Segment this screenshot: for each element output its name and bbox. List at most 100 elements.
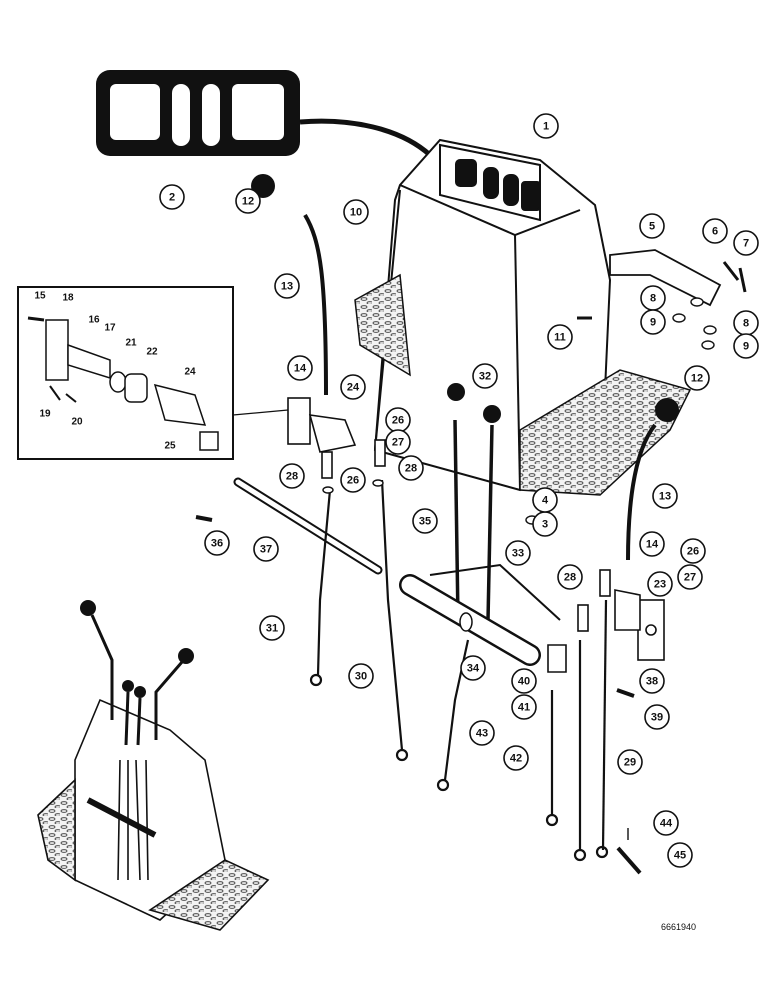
callout-label: 26	[347, 475, 359, 487]
callout-42: 42	[503, 745, 529, 771]
callout-2: 2	[159, 184, 185, 210]
shift-pattern-decal	[96, 70, 432, 157]
knob-right	[655, 398, 679, 422]
callout-label: 12	[242, 196, 254, 208]
callout-circle	[412, 508, 438, 534]
callout-label: 14	[294, 363, 307, 375]
callout-label: 10	[350, 207, 362, 219]
callout-circle	[677, 564, 703, 590]
floor-plate-left	[354, 273, 411, 377]
callout-circle	[505, 540, 531, 566]
callout-circle	[511, 668, 537, 694]
callout-label: 5	[649, 221, 655, 233]
cross-shaft	[233, 477, 561, 666]
callout-circle	[547, 324, 573, 350]
callout-label: 8	[650, 293, 656, 305]
knob-32a	[447, 383, 465, 401]
callout-3: 3	[532, 511, 558, 537]
callout-label: 40	[518, 676, 530, 688]
callout-26: 26	[680, 538, 706, 564]
callout-circle	[460, 655, 486, 681]
callout-24: 24	[340, 374, 366, 400]
callout-label: 26	[392, 415, 404, 427]
callout-label: 34	[467, 663, 480, 675]
callout-12: 12	[235, 188, 261, 214]
callout-circle	[159, 184, 185, 210]
callout-label: 41	[518, 702, 530, 714]
callout-4: 4	[532, 487, 558, 513]
callout-label: 33	[512, 548, 524, 560]
callout-8: 8	[733, 310, 759, 336]
callout-label: 30	[355, 671, 367, 683]
callout-label: 8	[743, 318, 749, 330]
inset-label-15: 15	[34, 291, 46, 302]
callout-circle	[235, 188, 261, 214]
callout-label: 39	[651, 712, 663, 724]
callout-circle	[253, 536, 279, 562]
callout-31: 31	[259, 615, 285, 641]
callout-41: 41	[511, 694, 537, 720]
inset-label-19: 19	[39, 409, 51, 420]
callout-26: 26	[385, 407, 411, 433]
callout-1: 1	[533, 113, 559, 139]
callout-34: 34	[460, 655, 486, 681]
callout-label: 24	[347, 382, 360, 394]
callout-circle	[279, 463, 305, 489]
inset-detail	[17, 286, 289, 460]
callout-23: 23	[647, 571, 673, 597]
callout-33: 33	[505, 540, 531, 566]
callout-label: 42	[510, 753, 522, 765]
callout-circle	[472, 363, 498, 389]
inset-label-17: 17	[104, 323, 116, 334]
callout-38: 38	[639, 668, 665, 694]
pivot-mount-left	[287, 397, 386, 479]
callout-circle	[511, 694, 537, 720]
callout-label: 9	[650, 317, 656, 329]
callout-13: 13	[274, 273, 300, 299]
callout-circle	[274, 273, 300, 299]
callout-9: 9	[733, 333, 759, 359]
callout-label: 14	[646, 539, 659, 551]
callout-circle	[640, 309, 666, 335]
callout-10: 10	[343, 199, 369, 225]
callout-35: 35	[412, 508, 438, 534]
callout-label: 32	[479, 371, 491, 383]
callout-label: 13	[659, 491, 671, 503]
callout-circle	[385, 429, 411, 455]
callout-8: 8	[640, 285, 666, 311]
callout-circle	[398, 455, 424, 481]
callout-label: 1	[543, 121, 549, 133]
callout-27: 27	[677, 564, 703, 590]
callout-circle	[259, 615, 285, 641]
callout-label: 9	[743, 341, 749, 353]
callout-7: 7	[733, 230, 759, 256]
callout-label: 7	[743, 238, 749, 250]
callout-5: 5	[639, 213, 665, 239]
callout-circle	[287, 355, 313, 381]
callout-circle	[644, 704, 670, 730]
callout-circle	[667, 842, 693, 868]
callout-label: 45	[674, 850, 686, 862]
callout-circle	[680, 538, 706, 564]
callout-label: 43	[476, 728, 488, 740]
callout-14: 14	[639, 531, 665, 557]
console-housing	[373, 138, 612, 492]
callout-label: 35	[419, 516, 431, 528]
callout-label: 29	[624, 757, 636, 769]
callout-label: 27	[392, 437, 404, 449]
callout-circle	[340, 467, 366, 493]
callout-label: 37	[260, 544, 272, 556]
callout-44: 44	[653, 810, 679, 836]
callout-26: 26	[340, 467, 366, 493]
reference-number: 6661940	[660, 922, 696, 932]
callout-27: 27	[385, 429, 411, 455]
callout-circle	[733, 333, 759, 359]
callout-13: 13	[652, 483, 678, 509]
inset-label-25: 25	[164, 441, 176, 452]
callout-28: 28	[557, 564, 583, 590]
callout-circle	[653, 810, 679, 836]
callout-12: 12	[684, 365, 710, 391]
callout-36: 36	[204, 530, 230, 556]
